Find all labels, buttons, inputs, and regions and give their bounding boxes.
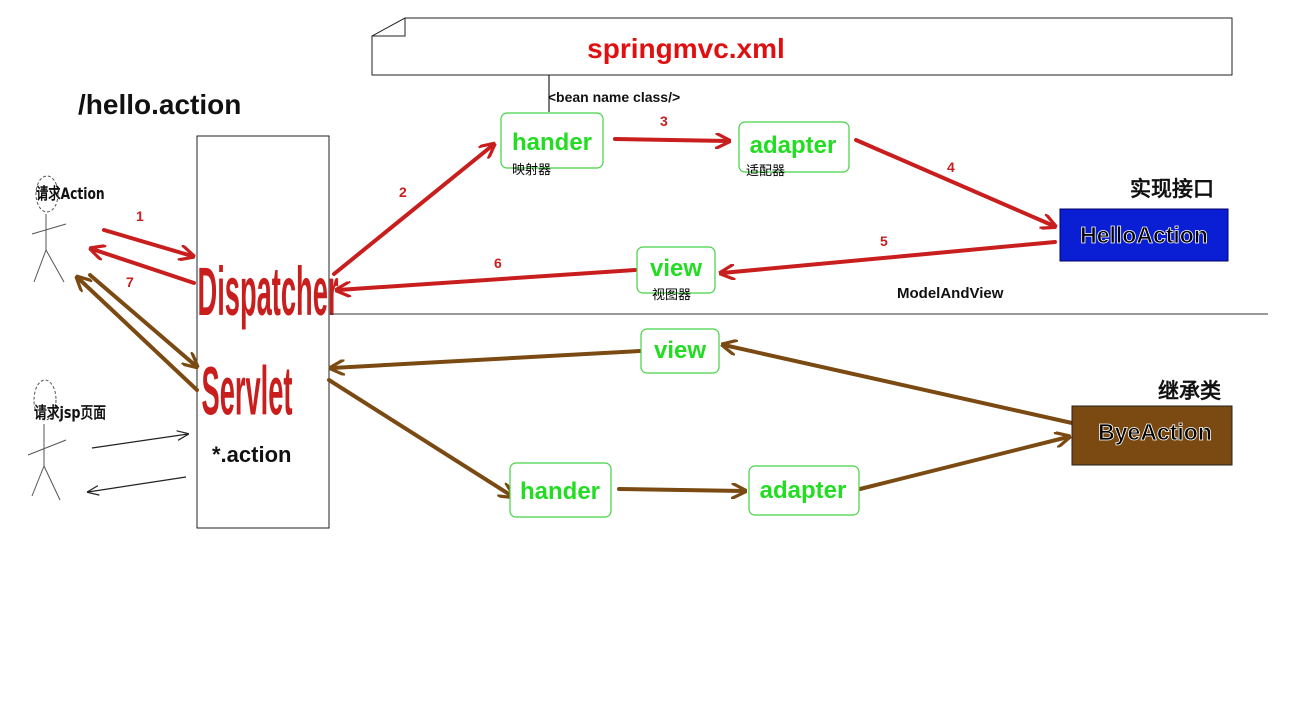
- actor-label: 请求Action: [36, 185, 105, 204]
- arrow-step-5: [722, 240, 1057, 273]
- actor-jsp-request: 请求jsp页面: [27, 379, 106, 501]
- hello-action-node: HelloAction: [1059, 208, 1229, 262]
- config-file-note: springmvc.xml: [371, 17, 1233, 76]
- brown-arrow-actor-to-servlet: [88, 273, 196, 366]
- brown-arrow-view-to-servlet: [332, 349, 642, 368]
- dispatcher-url-pattern: *.action: [212, 442, 291, 467]
- dispatcher-label-line2: Servlet: [202, 354, 293, 430]
- bye-action-node: ByeAction: [1071, 405, 1233, 466]
- interface-heading: 实现接口: [1130, 177, 1214, 201]
- actor-body-icon: [27, 424, 67, 501]
- step-number: 6: [494, 255, 502, 271]
- brown-arrow-servlet-to-hander: [327, 378, 512, 496]
- arrow-step-2: [332, 145, 493, 276]
- arrow-step-4: [854, 138, 1054, 226]
- node-label: adapter: [760, 477, 847, 504]
- node-sublabel: 映射器: [512, 162, 551, 178]
- node-label: hander: [512, 129, 592, 156]
- arrow-step-1: [102, 228, 192, 256]
- step-number: 3: [660, 113, 668, 129]
- dispatcher-label-line1: Dispatcher: [198, 254, 339, 330]
- step-number: 7: [126, 274, 134, 290]
- model-and-view-label: ModelAndView: [897, 285, 1004, 302]
- top-view-node: view 视图器: [636, 246, 716, 303]
- step-number: 2: [399, 184, 407, 200]
- brown-arrow-hander-to-adapter: [617, 489, 744, 491]
- node-label: view: [654, 337, 706, 364]
- step-number: 4: [947, 159, 955, 175]
- node-sublabel: 适配器: [746, 164, 785, 179]
- actor-action-request: 请求Action: [31, 175, 105, 283]
- config-file-title: springmvc.xml: [587, 33, 785, 64]
- arrow-step-7: [92, 249, 196, 285]
- node-label: HelloAction: [1080, 222, 1208, 248]
- jsp-request-arrow: [91, 434, 188, 449]
- arrow-step-3: [613, 139, 728, 141]
- arrow-step-6: [338, 268, 637, 290]
- bottom-view-node: view: [640, 328, 720, 374]
- step-number: 1: [136, 208, 144, 224]
- jsp-response-arrow: [88, 476, 187, 492]
- config-file-caption: <bean name class/>: [548, 89, 680, 105]
- top-adapter-node: adapter 适配器: [738, 121, 850, 179]
- dispatcher-servlet: Dispatcher Servlet *.action: [196, 135, 339, 529]
- node-label: adapter: [750, 132, 837, 159]
- brown-arrow-servlet-to-actor: [78, 278, 199, 392]
- node-sublabel: 视图器: [652, 288, 691, 303]
- bottom-adapter-node: adapter: [748, 465, 860, 516]
- bottom-hander-node: hander: [509, 462, 612, 518]
- step-number: 5: [880, 233, 888, 249]
- actor-head-icon: [33, 379, 57, 421]
- brown-arrow-action-to-view: [724, 345, 1074, 425]
- actor-body-icon: [31, 214, 67, 283]
- actor-head-icon: [35, 175, 59, 213]
- actor-label: 请求jsp页面: [34, 403, 106, 423]
- inheritance-heading: 继承类: [1158, 379, 1222, 403]
- node-label: ByeAction: [1098, 419, 1212, 445]
- brown-arrow-adapter-to-action: [858, 437, 1068, 491]
- node-label: hander: [520, 478, 600, 505]
- node-label: view: [650, 255, 702, 282]
- request-path: /hello.action: [78, 89, 241, 120]
- top-hander-node: hander 映射器: [500, 112, 604, 178]
